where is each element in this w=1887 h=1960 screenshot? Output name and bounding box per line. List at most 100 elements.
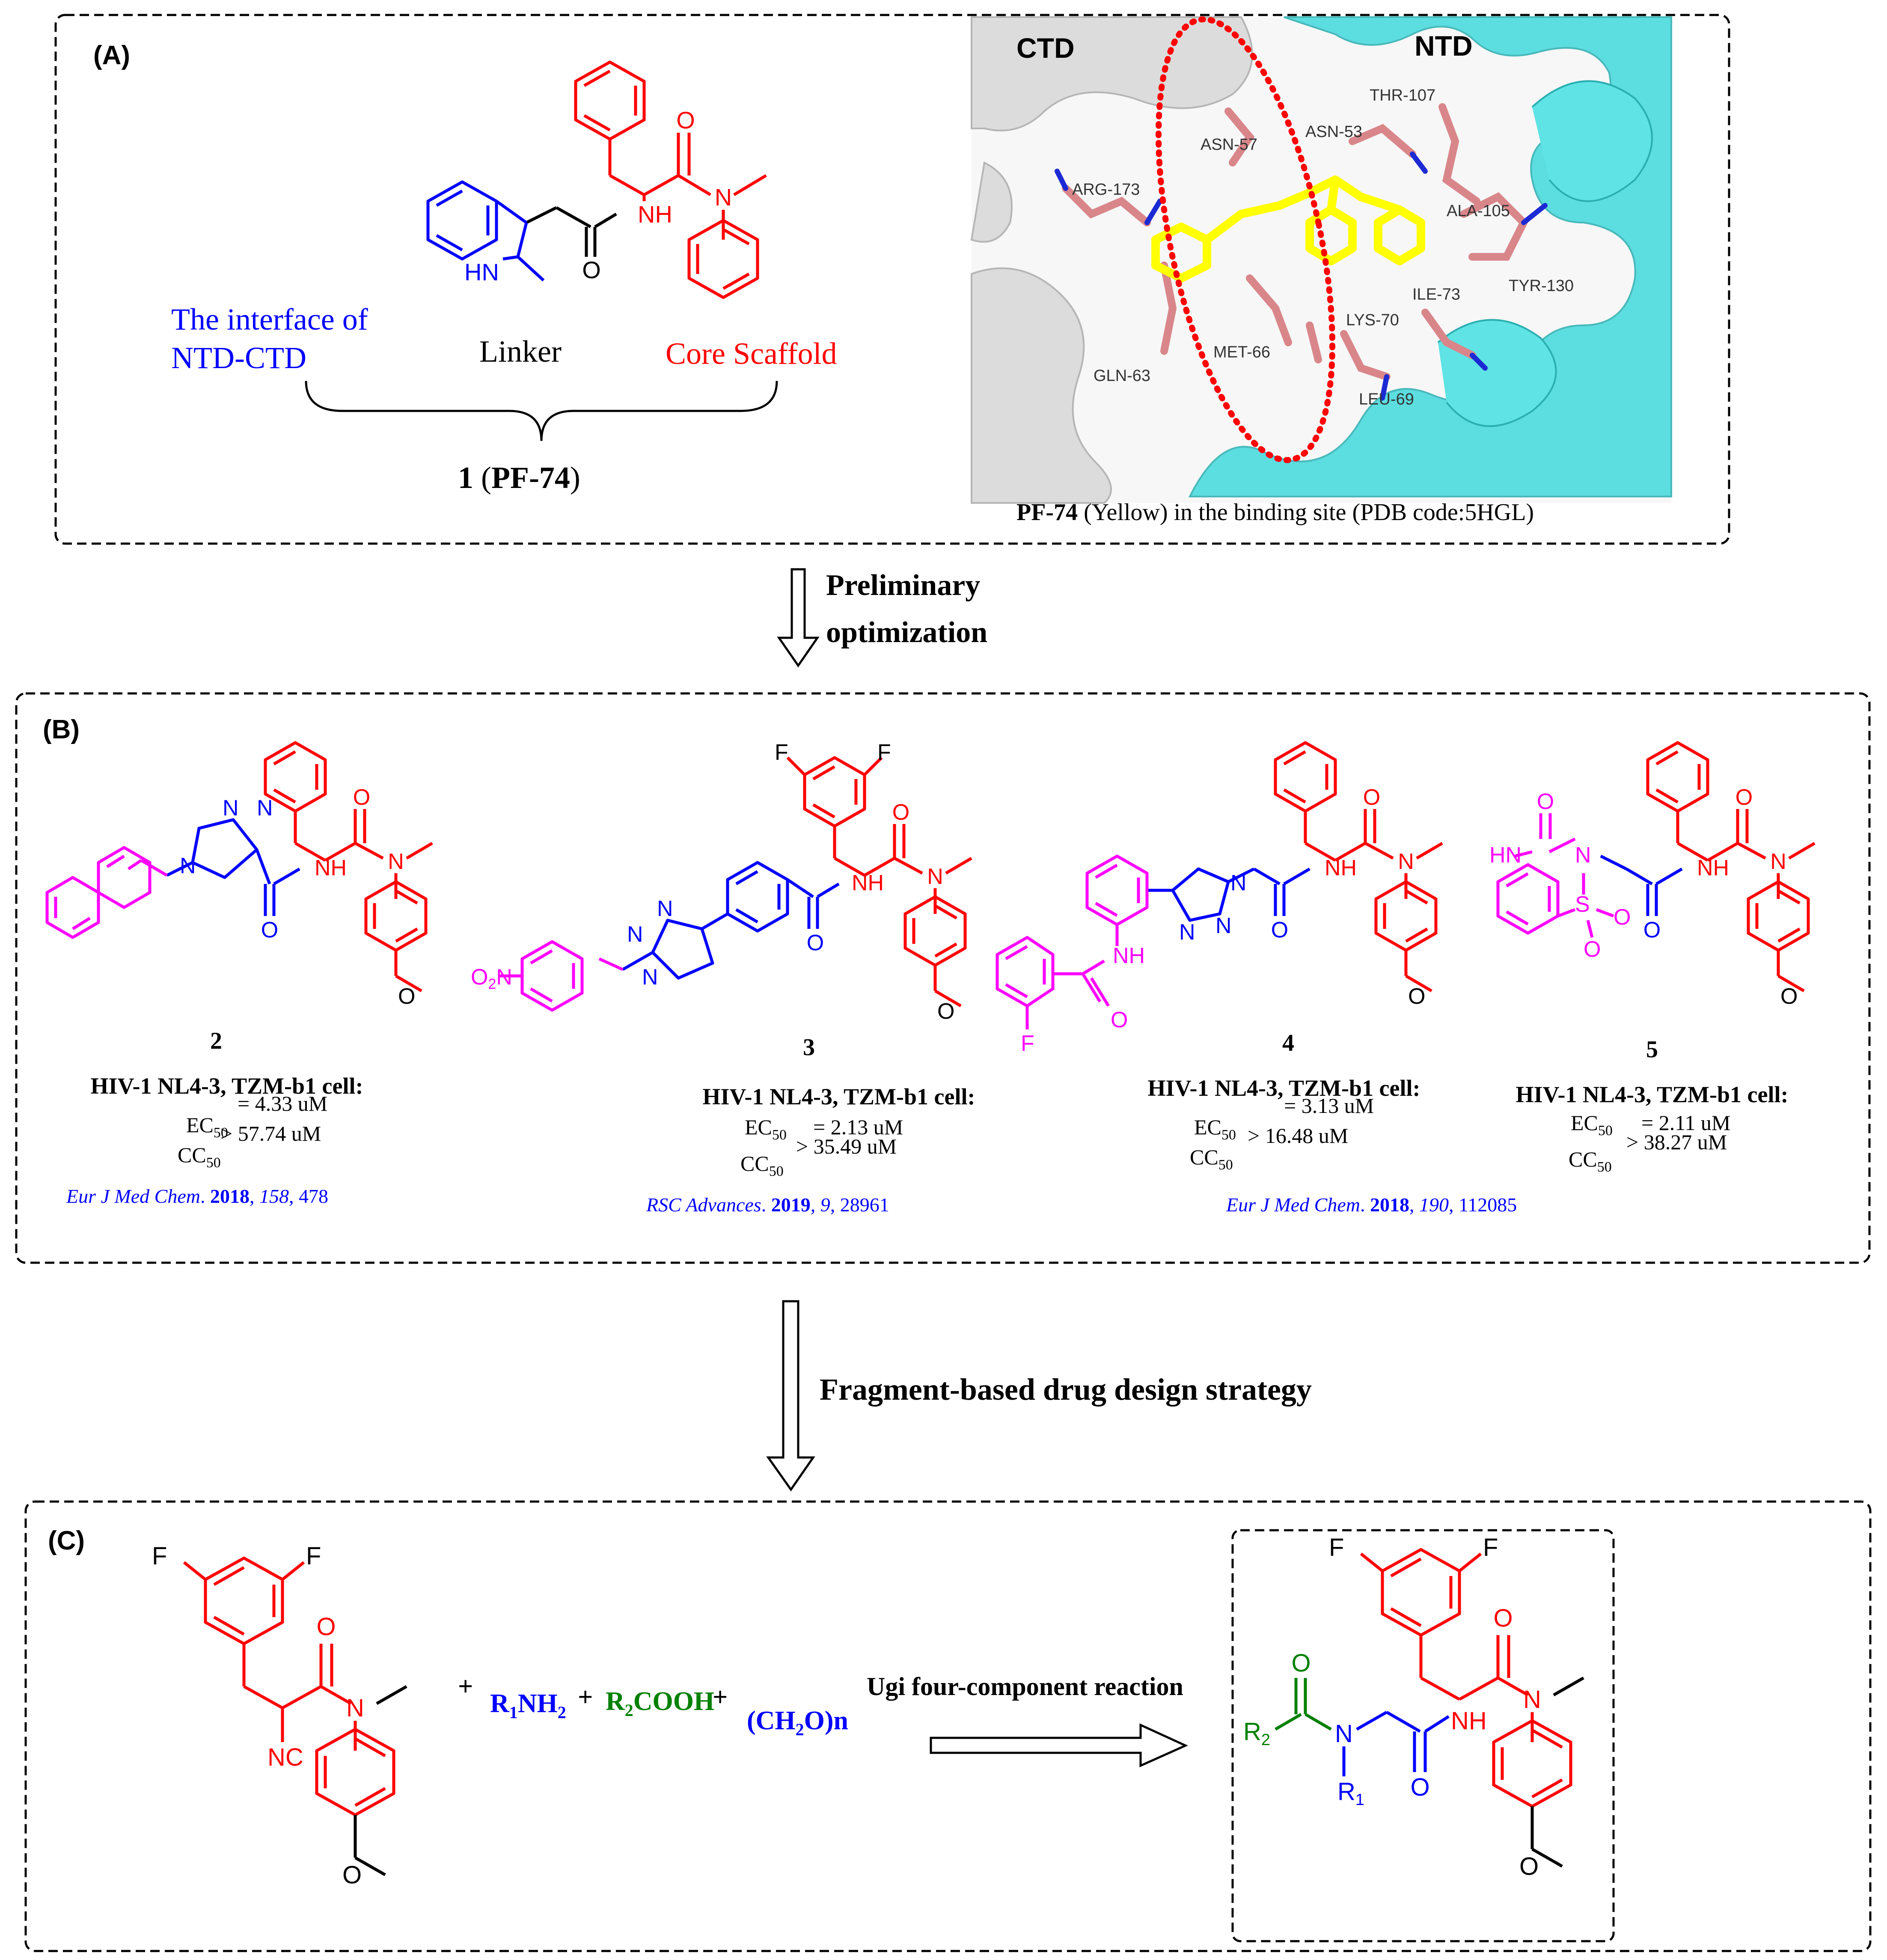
svg-text:N: N: [1215, 913, 1232, 938]
svg-text:EC50: EC50: [1571, 1111, 1613, 1139]
svg-text:O: O: [892, 800, 909, 825]
svg-text:+: +: [458, 1672, 473, 1701]
svg-text:4: 4: [1282, 1030, 1294, 1056]
svg-text:N: N: [1398, 849, 1414, 874]
compound-4-structure: [996, 741, 1443, 1029]
svg-text:= 2.13 uM: = 2.13 uM: [813, 1115, 903, 1139]
compound-3-atoms: F F O N NH O O N N N O2N: [471, 740, 954, 1024]
svg-text:ILE-73: ILE-73: [1412, 286, 1460, 303]
svg-text:> 35.49 uM: > 35.49 uM: [796, 1134, 897, 1158]
svg-text:O: O: [1537, 789, 1554, 814]
svg-text:F: F: [152, 1542, 167, 1570]
svg-text:2: 2: [210, 1028, 222, 1054]
svg-text:HIV-1 NL4-3, TZM-b1 cell:: HIV-1 NL4-3, TZM-b1 cell:: [1516, 1082, 1789, 1107]
svg-text:ARG-173: ARG-173: [1072, 181, 1140, 199]
svg-text:F: F: [775, 740, 788, 765]
svg-text:NH: NH: [1697, 856, 1729, 880]
svg-text:O: O: [1271, 918, 1288, 943]
svg-text:NH: NH: [1325, 856, 1357, 880]
svg-text:N: N: [1335, 1720, 1353, 1748]
compound-2-atoms: O N NH O O N N N: [180, 785, 415, 1009]
svg-text:NH: NH: [638, 201, 672, 228]
svg-text:CC50: CC50: [178, 1143, 221, 1171]
svg-text:N: N: [180, 854, 196, 878]
svg-text:R1NH2: R1NH2: [490, 1689, 566, 1722]
binding-site-caption: PF-74 (Yellow) in the binding site (PDB …: [1016, 499, 1534, 526]
svg-text:THR-107: THR-107: [1370, 86, 1435, 104]
svg-text:O2N: O2N: [471, 965, 512, 992]
svg-text:NH: NH: [852, 871, 884, 895]
svg-text:O: O: [261, 918, 278, 943]
svg-text:NH: NH: [315, 856, 347, 880]
svg-text:Ugi four-component reaction: Ugi four-component reaction: [867, 1672, 1183, 1701]
svg-text:NH: NH: [1451, 1707, 1487, 1735]
svg-text:+: +: [713, 1683, 728, 1712]
arrow-2-label: Fragment-based drug design strategy: [820, 1372, 1312, 1407]
pf74-structure: [426, 60, 767, 299]
svg-text:HN: HN: [464, 259, 499, 286]
compound-5-data: 5 HIV-1 NL4-3, TZM-b1 cell: EC50 = 2.11 …: [1516, 1036, 1789, 1175]
svg-text:HIV-1 NL4-3, TZM-b1 cell:: HIV-1 NL4-3, TZM-b1 cell:: [1148, 1075, 1420, 1101]
svg-text:Eur J Med Chem. 2018, 190, 112: Eur J Med Chem. 2018, 190, 112085: [1226, 1194, 1517, 1216]
svg-text:= 4.33 uM: = 4.33 uM: [238, 1092, 327, 1115]
svg-text:GLN-63: GLN-63: [1094, 367, 1150, 385]
svg-text:NTD: NTD: [1415, 30, 1473, 62]
reaction-arrow: [930, 1723, 1189, 1767]
interface-label-line2: NTD-CTD: [171, 341, 306, 375]
brace: [305, 381, 778, 441]
svg-text:O: O: [1614, 905, 1631, 930]
compound-1-label: 1 (PF-74): [458, 461, 580, 495]
arrow-2: [766, 1300, 815, 1492]
svg-text:O: O: [1408, 984, 1425, 1009]
svg-text:N: N: [346, 1694, 364, 1722]
compound-3-data: 3 HIV-1 NL4-3, TZM-b1 cell: EC50 = 2.13 …: [646, 1034, 975, 1216]
svg-text:CC50: CC50: [1190, 1145, 1233, 1173]
svg-text:O: O: [807, 931, 824, 955]
svg-text:NH: NH: [1113, 943, 1145, 968]
svg-text:N: N: [627, 922, 643, 947]
isocyanide-structure: [183, 1556, 407, 1877]
svg-text:N: N: [1523, 1686, 1541, 1713]
svg-text:> 38.27 uM: > 38.27 uM: [1626, 1130, 1727, 1154]
svg-text:EC50: EC50: [1194, 1115, 1236, 1143]
panel-c-frame: [24, 1500, 1872, 1952]
svg-text:N: N: [927, 864, 943, 889]
svg-text:ASN-57: ASN-57: [1201, 136, 1257, 154]
svg-text:R2COOH: R2COOH: [606, 1687, 714, 1720]
svg-text:O: O: [1735, 785, 1753, 810]
svg-text:R2: R2: [1243, 1718, 1270, 1749]
svg-text:HN: HN: [1489, 843, 1521, 868]
isocyanide-atoms: F F O N NC O: [152, 1542, 364, 1889]
interface-label-line1: The interface of: [171, 302, 368, 336]
svg-text:S: S: [1575, 892, 1590, 917]
compound-2-data: 2 HIV-1 NL4-3, TZM-b1 cell: = 4.33 uM EC…: [66, 1028, 363, 1207]
svg-text:N: N: [715, 184, 732, 211]
svg-text:= 3.13 uM: = 3.13 uM: [1284, 1094, 1374, 1118]
svg-text:EC50: EC50: [186, 1113, 228, 1141]
svg-text:F: F: [877, 740, 891, 765]
svg-text:> 16.48 uM: > 16.48 uM: [1248, 1124, 1348, 1148]
binding-site-image: CTD NTD THR-107 ASN-57 ASN-53 ARG-173 AL…: [970, 16, 1672, 504]
svg-text:O: O: [316, 1613, 336, 1641]
svg-text:R1: R1: [1337, 1778, 1364, 1809]
svg-text:+: +: [578, 1683, 593, 1712]
panel-b-frame: [15, 692, 1871, 1264]
compound-4-atoms: O N NH O O N N N NH O F: [1021, 785, 1425, 1056]
product-box: [1231, 1529, 1615, 1942]
svg-text:O: O: [1780, 984, 1798, 1009]
reactants: + R1NH2 + R2COOH + (CH2O)n Ugi four-comp…: [458, 1672, 1183, 1739]
svg-text:N: N: [388, 849, 404, 874]
svg-text:O: O: [1363, 785, 1380, 810]
svg-text:O: O: [1643, 918, 1661, 943]
svg-text:O: O: [676, 107, 695, 134]
svg-text:N: N: [1575, 843, 1591, 868]
svg-text:N: N: [657, 896, 673, 921]
svg-text:O: O: [1584, 937, 1601, 962]
svg-text:EC50: EC50: [745, 1115, 787, 1143]
svg-text:> 57.74 uM: > 57.74 uM: [220, 1121, 321, 1145]
arrow-1-label-line2: optimization: [826, 616, 987, 649]
svg-text:TYR-130: TYR-130: [1509, 277, 1574, 295]
compound-5-atoms: O N NH O O O HN N S O O: [1489, 785, 1798, 1009]
svg-text:N: N: [1770, 849, 1786, 874]
svg-text:F: F: [1021, 1031, 1034, 1056]
